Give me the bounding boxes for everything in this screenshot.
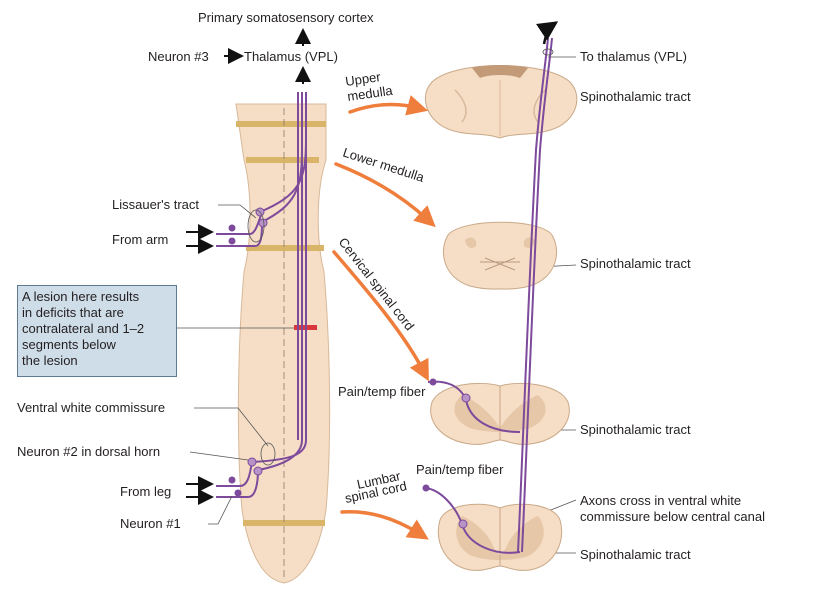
section-lower-medulla [442, 221, 558, 290]
section-upper-medulla [424, 65, 578, 139]
label-to-thalamus: To thalamus (VPL) [580, 49, 687, 64]
label-from-arm: From arm [112, 232, 168, 247]
label-upper-medulla-1: Upper [344, 69, 382, 89]
label-spinothalamic-3: Spinothalamic tract [580, 422, 691, 437]
lesion-note-line1: A lesion here results [22, 289, 140, 304]
label-from-leg: From leg [120, 484, 171, 499]
label-cervical: Cervical spinal cord [336, 235, 418, 334]
lissauer-tract [247, 209, 265, 243]
label-axons-cross-1: Axons cross in ventral white [580, 493, 741, 508]
level-arrows [332, 95, 436, 540]
label-spinothalamic-1: Spinothalamic tract [580, 89, 691, 104]
label-neuron1: Neuron #1 [120, 516, 181, 531]
label-neuron2: Neuron #2 in dorsal horn [17, 444, 160, 459]
section-cervical [430, 382, 570, 445]
ascending-tract-long [251, 92, 307, 471]
label-spinothalamic-2: Spinothalamic tract [580, 256, 691, 271]
label-spinothalamic-4: Spinothalamic tract [580, 547, 691, 562]
section-neurons [422, 48, 554, 529]
label-pain-temp-1: Pain/temp fiber [338, 384, 426, 399]
label-axons-cross-2: commissure below central canal [580, 509, 765, 524]
label-neuron3: Neuron #3 [148, 49, 209, 64]
lesion-note-text: A lesion here results in deficits that a… [22, 289, 174, 369]
lesion-note-line4: segments below [22, 337, 116, 352]
lesion-note-line3: contralateral and 1–2 [22, 321, 145, 336]
arm-neurons [228, 207, 268, 245]
label-ventral-commissure: Ventral white commissure [17, 400, 165, 415]
lesion-note-line2: in deficits that are [22, 305, 124, 320]
ascending-tract-sections [425, 37, 553, 554]
ventral-commissure-marker [260, 442, 276, 466]
label-cortex: Primary somatosensory cortex [198, 10, 374, 25]
segment-bands [236, 121, 326, 526]
label-lower-medulla: Lower medulla [341, 145, 427, 186]
ascending-arrows [224, 28, 311, 84]
input-arrows [186, 224, 214, 505]
to-thalamus-arrow [535, 21, 559, 45]
lesion-note-line5: the lesion [22, 353, 78, 368]
label-upper-medulla-2: medulla [346, 83, 394, 104]
label-thalamus: Thalamus (VPL) [244, 49, 338, 64]
leg-neurons [228, 457, 263, 497]
label-lissauer: Lissauer's tract [112, 197, 199, 212]
lesion-note-box [17, 285, 177, 377]
label-pain-temp-2: Pain/temp fiber [416, 462, 504, 477]
longitudinal-spinal-cord [235, 103, 331, 584]
